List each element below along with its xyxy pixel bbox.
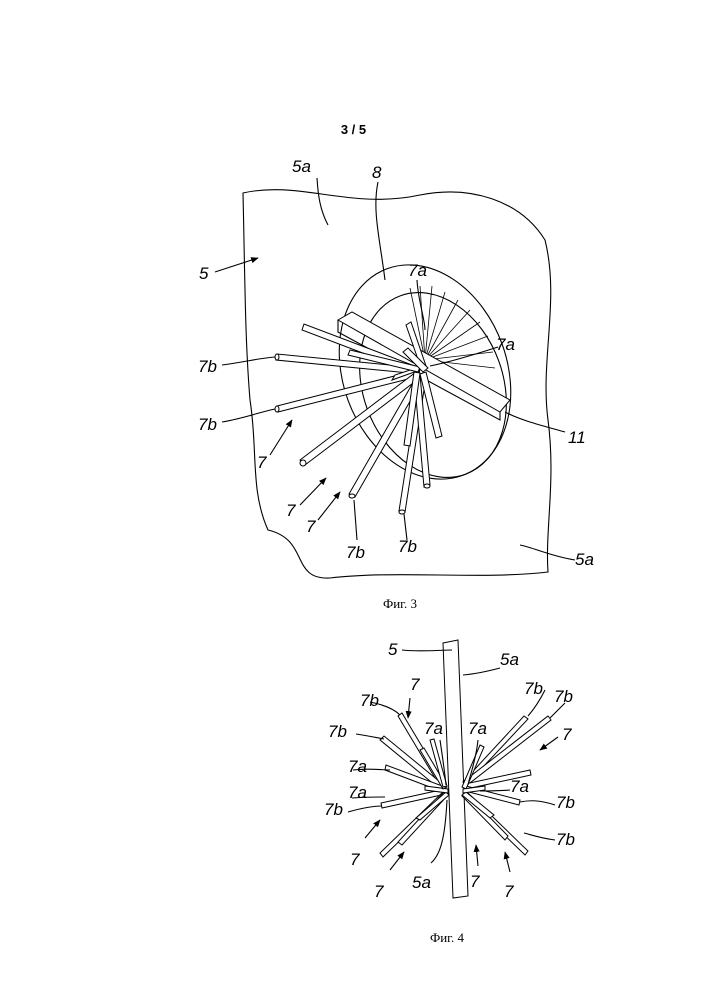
fig3-label-7a-right: 7a <box>496 335 515 354</box>
fig4-panel <box>443 640 468 898</box>
fig4-label-7a-r1: 7a <box>468 719 487 738</box>
fig4-label-5a-bottom: 5a <box>412 873 431 892</box>
fig4-label-7b-r2: 7b <box>554 687 573 706</box>
fiber-rods <box>276 322 442 512</box>
fig4-label-7-l3: 7 <box>374 882 384 901</box>
fig4-label-5a-top: 5a <box>500 650 519 669</box>
fig3-label-5a-top: 5a <box>292 157 311 176</box>
fig3-label-11: 11 <box>568 428 586 447</box>
fig4-label-7-r2: 7 <box>470 872 480 891</box>
fig4-label-7a-l2: 7a <box>348 757 367 776</box>
fig4-label-7b-r4: 7b <box>556 830 575 849</box>
fig4-label-7b-l3: 7b <box>324 800 343 819</box>
fig4-label-7a-l3: 7a <box>348 783 367 802</box>
fig3-label-7-1: 7 <box>257 453 267 472</box>
fig4-label-7-l2: 7 <box>350 850 360 869</box>
fig3-label-7b-3: 7b <box>346 543 365 562</box>
fig3-label-7-2: 7 <box>286 501 296 520</box>
fig3-label-7b-1: 7b <box>198 357 217 376</box>
figure-4-caption: Фиг. 4 <box>407 930 487 946</box>
fig4-label-7b-l2: 7b <box>328 722 347 741</box>
fig4-label-7b-r3: 7b <box>556 793 575 812</box>
fig3-label-5a-bottom: 5a <box>575 550 594 569</box>
figure-4: 5 5a 7 7b 7b 7a 7a 7a 7b 7 7 5a 7a 7b 7b… <box>324 640 575 901</box>
fig3-label-7b-2: 7b <box>198 415 217 434</box>
fig4-label-7b-l1: 7b <box>360 691 379 710</box>
fig3-label-7a-top: 7a <box>408 261 427 280</box>
fig4-label-7-r3: 7 <box>504 882 514 901</box>
fig3-label-8: 8 <box>372 163 382 182</box>
fig3-label-7-3: 7 <box>306 517 316 536</box>
fig3-label-5: 5 <box>199 264 209 283</box>
fig4-label-7-r1: 7 <box>562 725 572 744</box>
fig3-label-7b-4: 7b <box>398 537 417 556</box>
fig4-label-7a-l1: 7a <box>424 719 443 738</box>
fig4-label-7a-r2: 7a <box>510 777 529 796</box>
fig4-label-5: 5 <box>388 640 398 659</box>
figure-3-caption: Фиг. 3 <box>0 596 707 612</box>
fig4-label-7-l1: 7 <box>410 675 420 694</box>
fig4-label-7b-r1: 7b <box>524 679 543 698</box>
figure-3: 5a 8 5 7a 7a 7b 7b 11 7 7 7 7b 7b 5a <box>198 157 594 578</box>
